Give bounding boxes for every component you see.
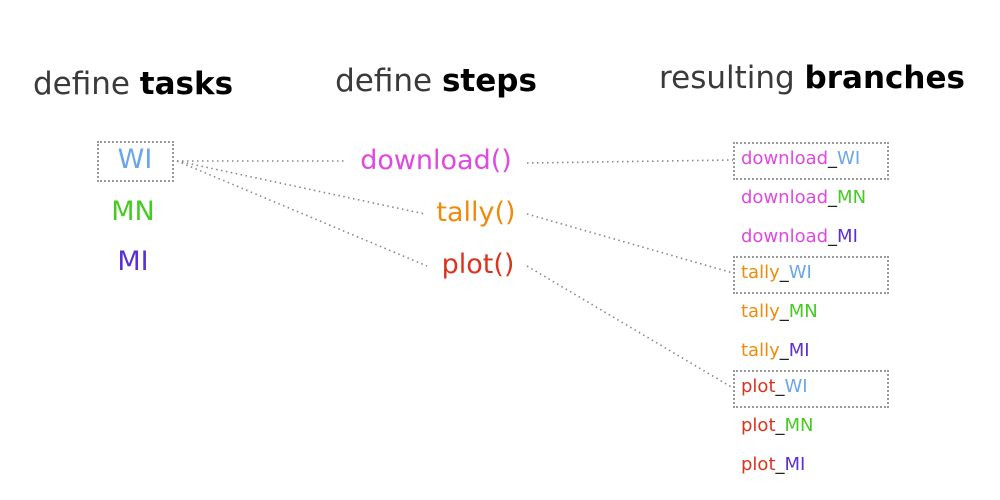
branch-tally-mi: tally_MI — [741, 340, 810, 361]
branch-separator: _ — [828, 226, 838, 247]
heading-resulting-branches: resulting branches — [659, 60, 965, 96]
branch-task: MN — [837, 187, 867, 208]
branch-task: MI — [784, 454, 806, 475]
task-highlight-box — [97, 141, 174, 182]
heading-prefix: define — [335, 63, 442, 99]
branch-plot-mi: plot_MI — [741, 454, 805, 475]
heading-define-tasks: define tasks — [33, 66, 233, 102]
connector-wi-to-tally — [176, 160, 426, 215]
branch-separator: _ — [775, 415, 785, 436]
heading-strong: branches — [804, 60, 965, 96]
connector-plot-to-branches — [526, 265, 734, 389]
branch-separator: _ — [779, 301, 789, 322]
connector-tally-to-branches — [526, 213, 734, 274]
branch-download-mi: download_MI — [741, 226, 858, 247]
step-download: download() — [360, 145, 512, 176]
branch-task: WI — [837, 148, 861, 169]
branch-download-mn: download_MN — [741, 187, 866, 208]
branch-task: MI — [837, 226, 858, 247]
connector-wi-to-plot — [176, 160, 428, 267]
connector-download-to-branches — [526, 159, 734, 164]
branch-step: download — [741, 226, 829, 247]
task-wi: WI — [117, 144, 153, 175]
heading-define-steps: define steps — [335, 63, 537, 99]
branch-separator: _ — [779, 340, 789, 361]
step-plot: plot() — [441, 249, 515, 280]
heading-strong: tasks — [139, 66, 234, 102]
branch-tally-mn: tally_MN — [741, 301, 818, 322]
branch-separator: _ — [775, 454, 785, 475]
heading-prefix: resulting — [659, 60, 805, 96]
branch-separator: _ — [828, 187, 838, 208]
branch-step: plot — [741, 415, 776, 436]
branch-plot-wi: plot_WI — [741, 376, 808, 397]
branch-task: WI — [788, 262, 812, 283]
branch-step: download — [741, 187, 829, 208]
branch-step: tally — [741, 301, 780, 322]
branch-download-wi: download_WI — [741, 148, 860, 169]
branch-task: MN — [788, 301, 818, 322]
branch-task: WI — [784, 376, 808, 397]
branch-tally-wi: tally_WI — [741, 262, 812, 283]
branch-task: MI — [788, 340, 810, 361]
task-mn: MN — [111, 196, 155, 227]
branch-step: tally — [741, 340, 780, 361]
branch-plot-mn: plot_MN — [741, 415, 814, 436]
branch-step: tally — [741, 262, 780, 283]
branch-separator: _ — [775, 376, 785, 397]
branch-separator: _ — [779, 262, 789, 283]
heading-strong: steps — [441, 63, 537, 99]
task-mi: MI — [117, 246, 149, 277]
branch-step: download — [741, 148, 829, 169]
branch-highlight-box-plot — [733, 370, 889, 408]
branch-highlight-box-download — [733, 142, 889, 180]
branch-highlight-box-tally — [733, 256, 889, 294]
branch-task: MN — [784, 415, 814, 436]
branch-separator: _ — [828, 148, 838, 169]
step-tally: tally() — [436, 197, 516, 228]
branch-step: plot — [741, 376, 776, 397]
branch-step: plot — [741, 454, 776, 475]
heading-prefix: define — [32, 66, 140, 102]
